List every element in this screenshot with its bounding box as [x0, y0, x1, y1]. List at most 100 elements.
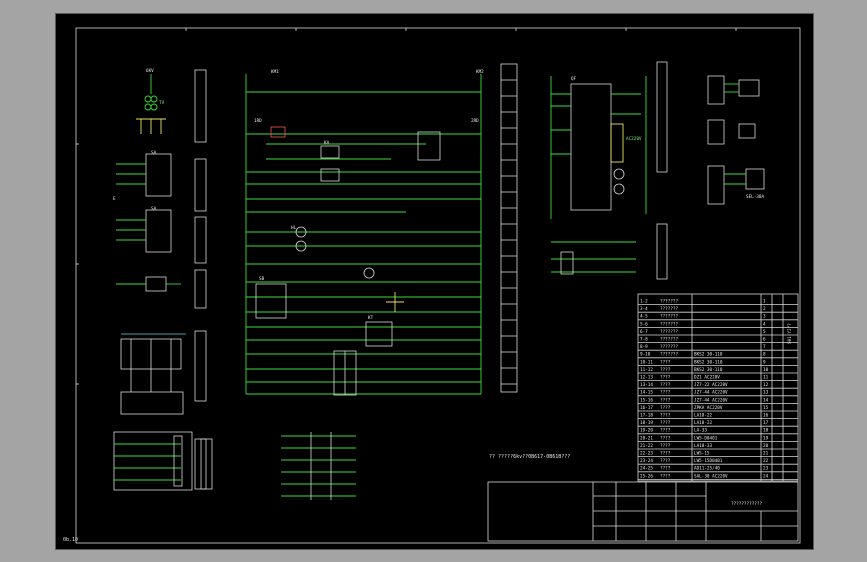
- table-cell-name: ???????: [660, 299, 679, 305]
- table-cell-number: 13: [763, 390, 769, 396]
- hv-primary-circuit: 6KV TV: [136, 68, 166, 134]
- table-cell-number: 14: [763, 397, 769, 403]
- table-cell-number: 16: [763, 413, 769, 419]
- table-cell-spec: JZ7-44 AC220V: [694, 397, 728, 403]
- table-cell-code: 19-20: [640, 428, 653, 434]
- drawing-border: [75, 27, 801, 544]
- table-cell-spec: LW5-D0401: [694, 435, 718, 441]
- table-cell-spec: SAL-30 AC220V: [694, 473, 728, 479]
- sa-label-2: SA: [151, 206, 157, 212]
- table-cell-code: 5-6: [640, 321, 648, 327]
- table-cell-number: 8: [763, 352, 766, 358]
- table-cell-code: 6-7: [640, 329, 648, 335]
- table-cell-number: 2: [763, 306, 766, 312]
- table-cell-name: ????: [660, 367, 671, 373]
- table-cell-spec: BKS2 30-110: [694, 352, 723, 358]
- table-cell-name: ???????: [660, 352, 679, 358]
- table-cell-spec: LA-33: [694, 428, 707, 434]
- table-cell-spec: BKS2 30-110: [694, 367, 723, 373]
- table-cell-spec: LW5-15D0401: [694, 458, 723, 464]
- table-cell-name: ???????: [660, 306, 679, 312]
- table-cell-code: 20-21: [640, 435, 653, 441]
- table-cell-name: ????: [660, 458, 671, 464]
- terminal-strip-center: [500, 63, 518, 393]
- table-cell-spec: JZ7-44 AC220V: [694, 390, 728, 396]
- schematic-drawing: 6KV TV SA SA E: [75, 27, 801, 544]
- table-cell-number: 15: [763, 405, 769, 411]
- table-cell-code: 4-5: [640, 314, 648, 320]
- table-cell-spec: LA18-22: [694, 420, 713, 426]
- bus-left-label: KM1: [271, 69, 279, 75]
- table-cell-code: 8-9: [640, 344, 648, 350]
- kt-label: KT: [368, 315, 374, 321]
- qf-label: QF: [571, 76, 577, 82]
- table-cell-number: 12: [763, 382, 769, 388]
- table-cell-spec: DZ1 AC220V: [694, 375, 720, 381]
- table-cell-name: ????: [660, 375, 671, 381]
- title-cell: ????????????: [731, 501, 762, 507]
- table-cell-number: 19: [763, 435, 769, 441]
- corner-label: 0b.10: [63, 537, 79, 543]
- table-cell-name: ???????: [660, 329, 679, 335]
- control-circuit-center: KM1 KM2 1RD 2RD KA HL SB KT: [245, 69, 484, 396]
- table-cell-name: ????: [660, 443, 671, 449]
- ac-label: AC220V: [626, 136, 642, 142]
- table-cell-name: ???????: [660, 344, 679, 350]
- table-cell-number: 11: [763, 375, 769, 381]
- table-cell-name: ????: [660, 413, 671, 419]
- table-cell-code: 13-14: [640, 382, 653, 388]
- table-cell-name: ????: [660, 466, 671, 472]
- table-cell-code: 24-25: [640, 466, 653, 472]
- table-cell-number: 20: [763, 443, 769, 449]
- table-cell-number: 6: [763, 337, 766, 343]
- table-cell-spec: JZ7-22 AC220V: [694, 382, 728, 388]
- sa-label-1: SA: [151, 150, 157, 156]
- table-cell-number: 17: [763, 420, 769, 426]
- table-cell-name: ????: [660, 397, 671, 403]
- table-cell-code: 22-23: [640, 451, 653, 457]
- fuse-left-label: 1RD: [254, 118, 262, 124]
- table-cell-number: 10: [763, 367, 769, 373]
- table-cell-code: 7-8: [640, 337, 648, 343]
- table-cell-number: 1: [763, 299, 766, 305]
- table-cell-code: 23-24: [640, 458, 653, 464]
- table-cell-number: 22: [763, 458, 769, 464]
- table-cell-number: 4: [763, 321, 766, 327]
- table-cell-name: ????: [660, 473, 671, 479]
- selector-switch-blocks: SA SA E: [113, 150, 181, 292]
- table-cell-name: ????: [660, 420, 671, 426]
- fuse-right-label: 2RD: [471, 118, 479, 124]
- sb-label: SB: [259, 276, 265, 282]
- drawing-note: ?? ?????6kv??0B617-0B61B???: [489, 454, 570, 460]
- table-cell-name: ???????: [660, 321, 679, 327]
- table-cell-name: ???????: [660, 314, 679, 320]
- table-cell-spec: AD11-25/40: [694, 466, 720, 472]
- table-cell-code: 21-22: [640, 443, 653, 449]
- parts-table-rows: 1-2???????13-4???????24-5???????35-6????…: [638, 299, 798, 480]
- contact-rows-bottom: [281, 432, 356, 500]
- contact-block-lower-left: [113, 431, 193, 491]
- table-cell-code: 10-11: [640, 359, 653, 365]
- table-cell-spec: LA18-33: [694, 443, 713, 449]
- table-cell-name: ????: [660, 435, 671, 441]
- parts-table-frame: S01-YJ??: [637, 293, 799, 482]
- table-cell-spec: BKS2 30-110: [694, 359, 723, 365]
- auxiliary-blocks-right: SEL-30A: [707, 75, 765, 205]
- hl-label: HL: [291, 225, 297, 231]
- measuring-circuit-right: QF AC220V: [550, 61, 668, 280]
- table-cell-code: 9-10: [640, 352, 651, 358]
- table-cell-name: ????: [660, 451, 671, 457]
- earth-label: E: [113, 196, 116, 202]
- bus-right-label: KM2: [476, 69, 484, 75]
- title-block: ????????????: [487, 481, 799, 542]
- terminal-strips-left: [194, 69, 213, 490]
- table-cell-code: 3-4: [640, 306, 648, 312]
- table-cell-number: 3: [763, 314, 766, 320]
- cad-viewport[interactable]: 6KV TV SA SA E: [55, 13, 814, 550]
- table-cell-code: 14-15: [640, 390, 653, 396]
- table-cell-name: ????: [660, 428, 671, 434]
- voltage-label: 6KV: [146, 68, 154, 74]
- table-cell-code: 25-26: [640, 473, 653, 479]
- table-cell-spec: ZPKA AC220V: [694, 405, 723, 411]
- table-cell-number: 18: [763, 428, 769, 434]
